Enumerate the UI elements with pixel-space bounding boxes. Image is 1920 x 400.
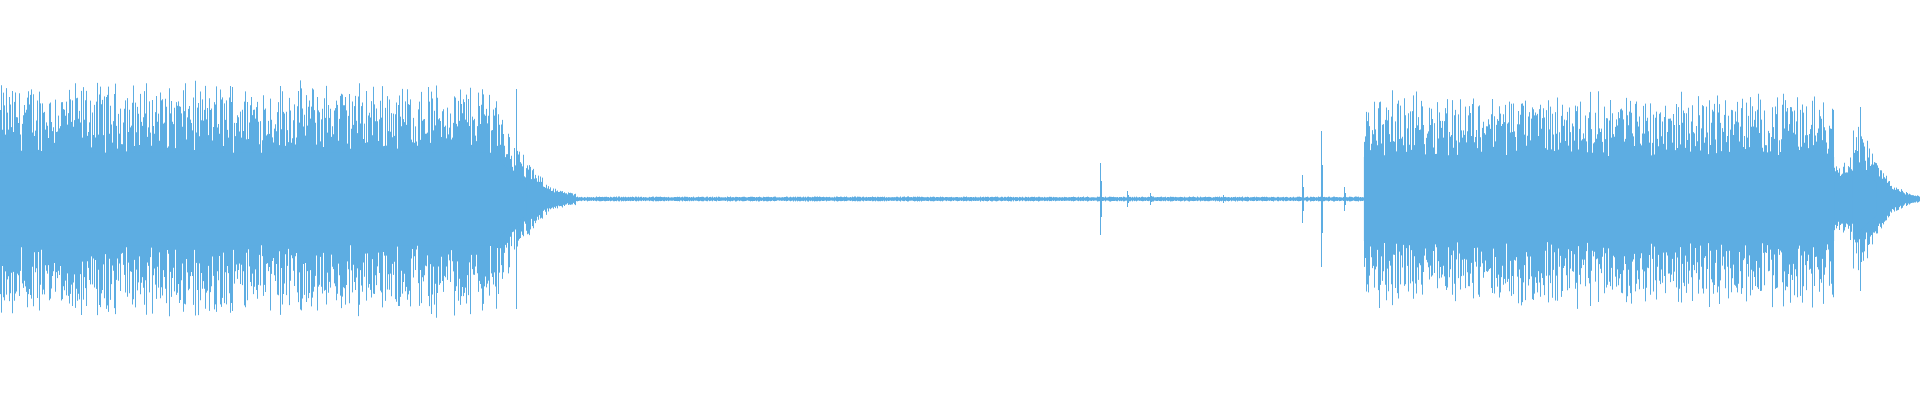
waveform-bars (0, 80, 1920, 318)
